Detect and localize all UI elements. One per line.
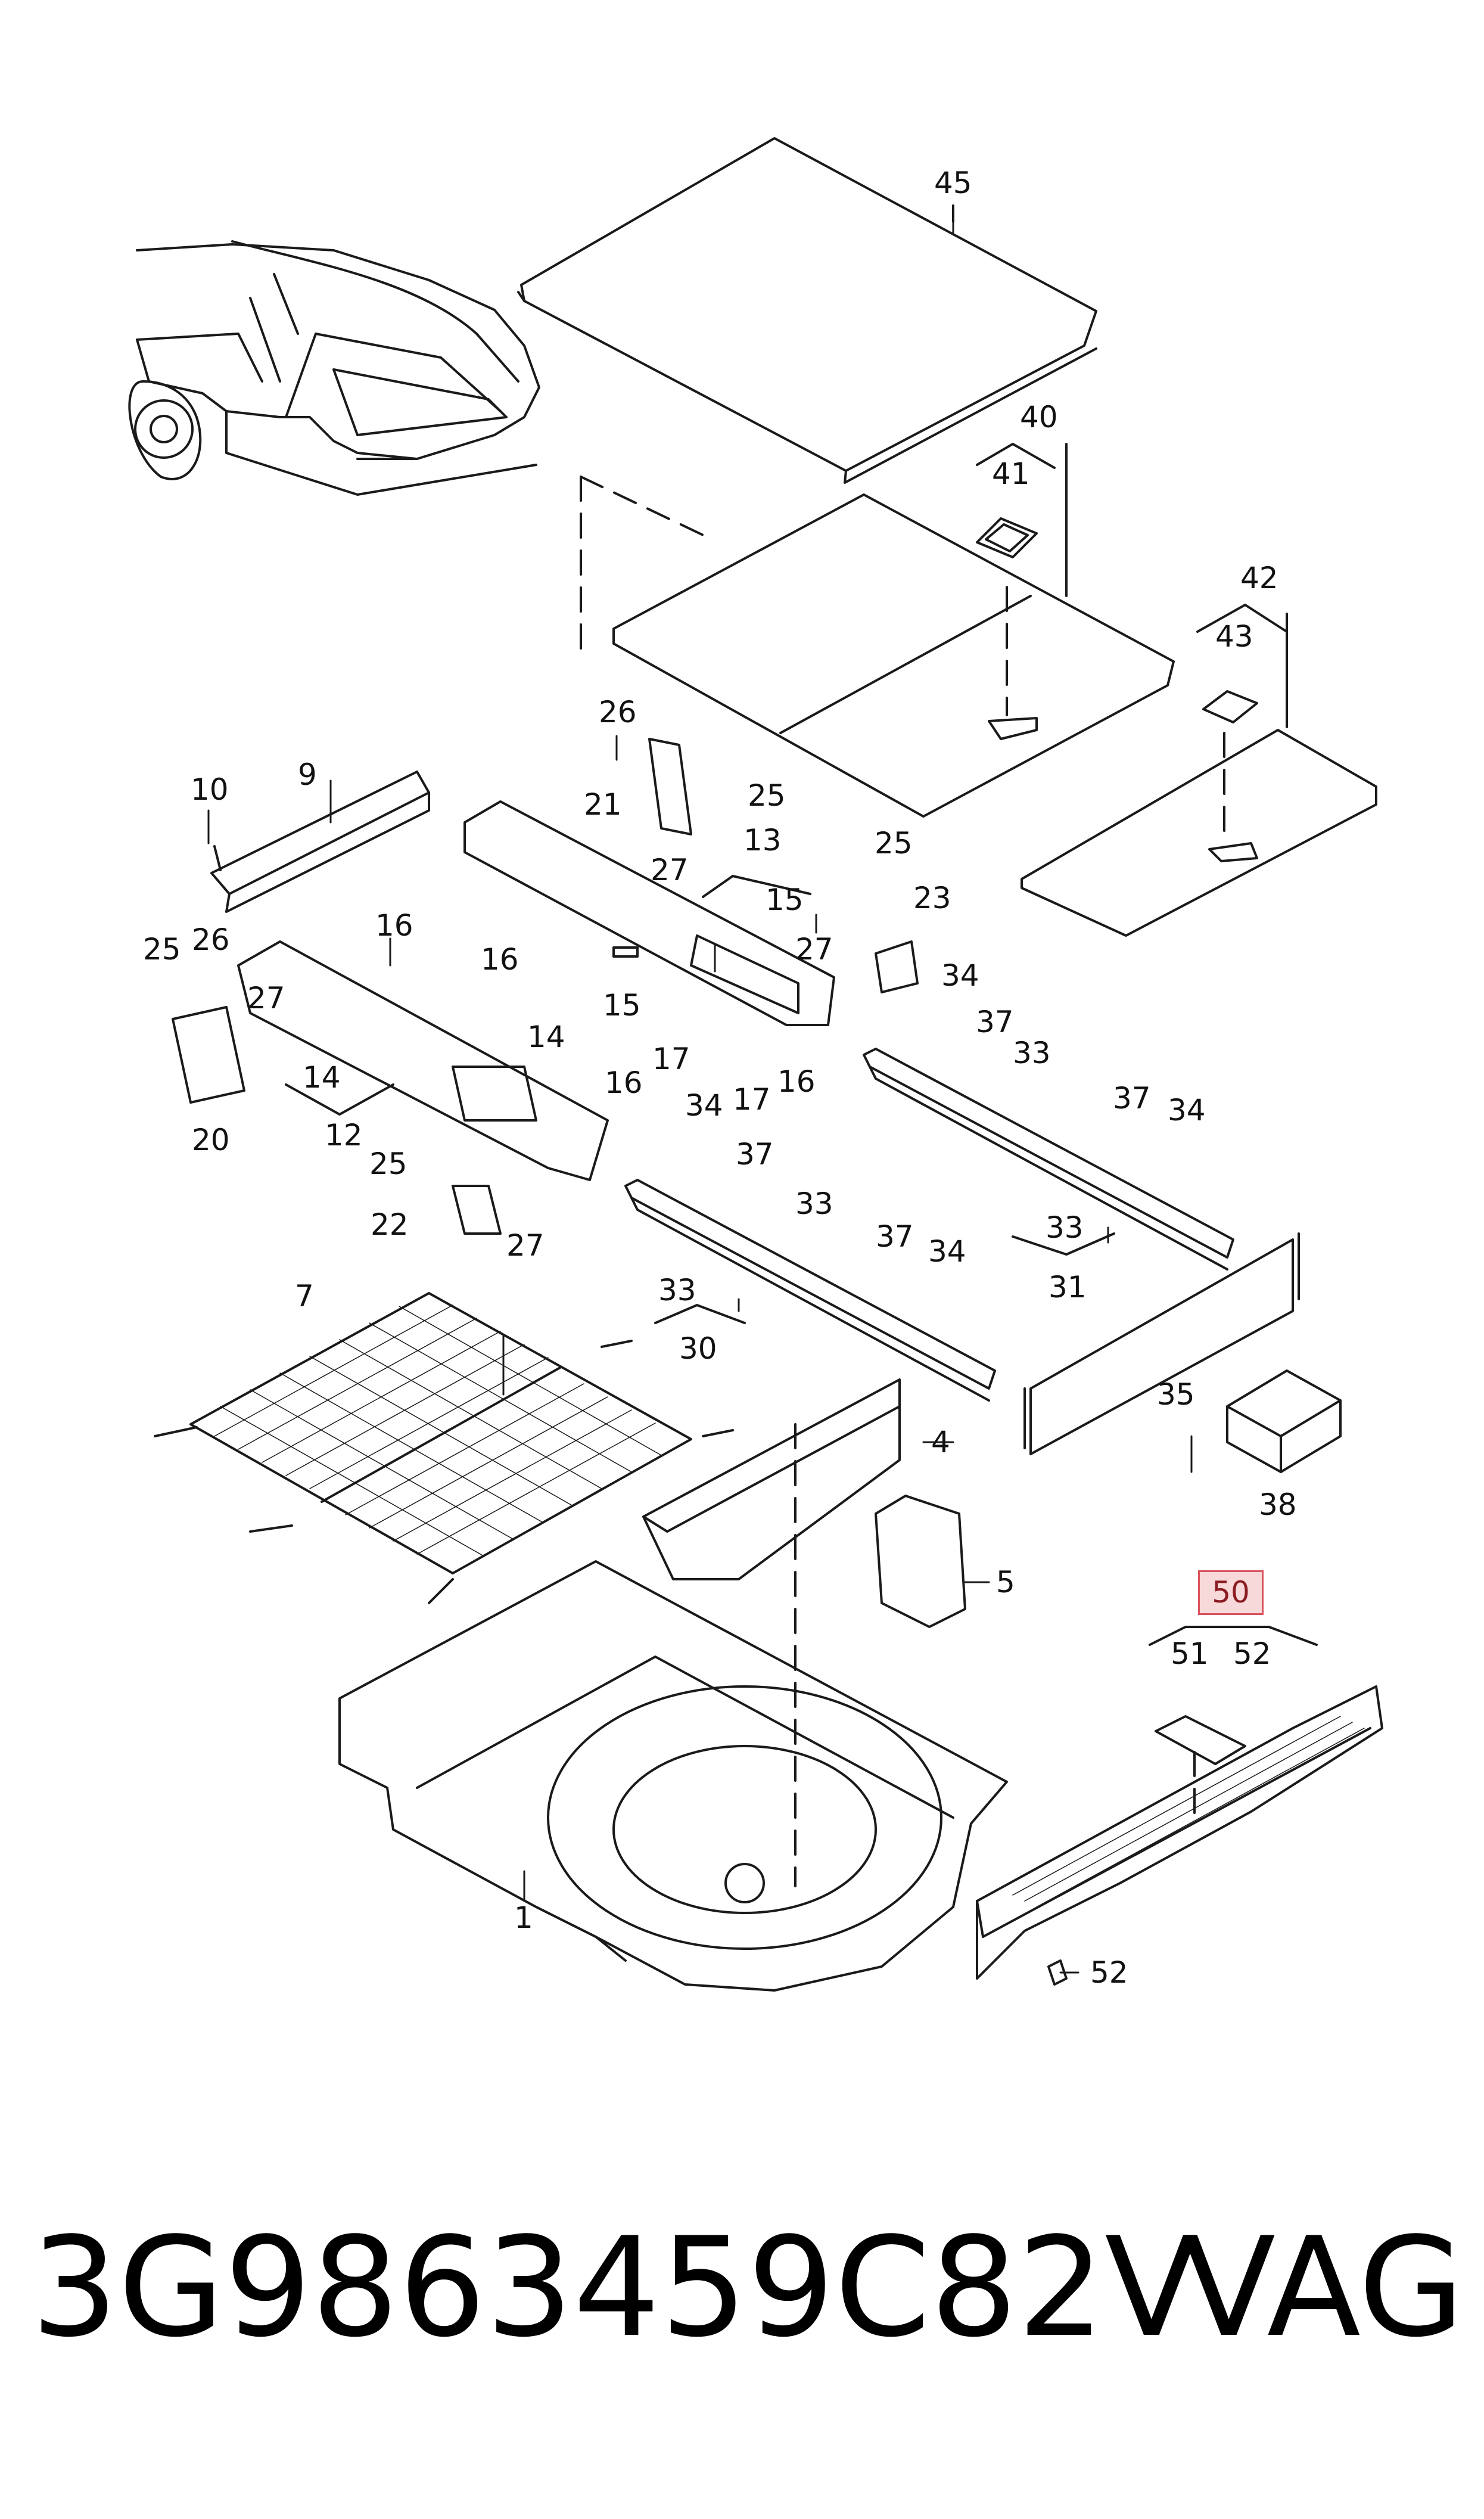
part-38-box [1226,1369,1342,1473]
callout-leaders [207,216,1193,1974]
callout-25c: 25 [143,932,181,967]
callout-37: 37 [976,1005,1014,1039]
callout-16c: 16 [605,1066,643,1100]
callout-4: 4 [931,1425,950,1459]
callout-37b: 37 [1113,1081,1151,1116]
callout-17: 17 [652,1042,690,1076]
part-7-cargo-net [154,1292,734,1604]
callout-16: 16 [481,942,519,977]
callout-34b: 34 [1168,1093,1206,1128]
part-23-bracket [875,940,919,993]
callout-7: 7 [295,1279,314,1313]
brand-label: VAG [1182,2209,1465,2368]
callout-13: 13 [743,823,782,858]
highlighted-part-50[interactable]: 50 [1198,1570,1264,1615]
callout-52b: 52 [1090,1955,1128,1990]
group-brackets [285,443,1318,1646]
callout-14: 14 [527,1020,565,1054]
callout-16d: 16 [777,1064,816,1099]
callout-45: 45 [934,166,972,200]
callout-31: 31 [1049,1270,1087,1304]
part-50-sill-panel [976,1685,1383,1986]
callout-21: 21 [584,787,622,822]
callout-12: 12 [325,1118,363,1153]
part-45-cover-sheet [517,137,1097,484]
callout-41: 41 [992,456,1030,491]
callout-35: 35 [1157,1377,1195,1412]
footer: 3G9863459C82V VAG [0,2220,1484,2375]
callout-33d: 33 [658,1273,696,1307]
callout-25d: 25 [369,1147,407,1181]
part-12-left-trim [172,940,609,1235]
callout-30: 30 [679,1331,717,1366]
callout-33c: 33 [1046,1210,1084,1245]
callout-52: 52 [1233,1636,1271,1671]
vehicle-rear-view [128,240,540,496]
callout-34: 34 [941,958,979,993]
part-number: 3G9863459C82V [31,2209,1199,2368]
callout-37c: 37 [736,1137,774,1172]
callout-27d: 27 [506,1228,545,1263]
callout-40: 40 [1020,400,1058,434]
callout-25: 25 [748,778,786,813]
parts-diagram: 45 40 41 42 43 26 21 25 13 15 25 23 27 9… [128,137,1383,1992]
callout-14b: 14 [303,1060,341,1095]
callout-20: 20 [192,1123,230,1157]
callout-5: 5 [996,1565,1015,1599]
callout-15: 15 [766,883,804,917]
part-5-insert [875,1495,966,1628]
callout-27c: 27 [247,981,285,1015]
callout-33: 33 [1013,1036,1051,1070]
part-9-rail [210,771,430,913]
leader-dashes [580,476,1225,1887]
part-42-side-panel [1021,690,1377,937]
callout-26b: 26 [192,923,230,957]
callout-15b: 15 [603,988,641,1023]
callout-34d: 34 [928,1234,966,1269]
callout-22: 22 [371,1207,409,1242]
part-35-roller-blind [1023,1232,1300,1455]
callout-43: 43 [1215,619,1253,654]
part-4-pocket [642,1378,901,1580]
callout-33b: 33 [795,1186,833,1221]
callout-10: 10 [191,772,229,807]
callout-51: 51 [1171,1636,1209,1671]
part-40-floor-panel [612,493,1175,818]
callout-42: 42 [1240,561,1278,595]
part-30-rail [624,1179,996,1402]
callout-25b: 25 [875,826,913,861]
callout-17b: 17 [733,1082,771,1117]
callout-34c: 34 [685,1088,723,1123]
part-1-floor-pan [338,1560,1008,1992]
exploded-view-drawing [128,137,1383,1992]
part-13-trim-panel [463,738,835,1026]
callout-23: 23 [913,881,951,915]
callout-9: 9 [298,757,317,792]
callout-1: 1 [514,1900,533,1935]
callout-27: 27 [651,853,689,887]
callout-37d: 37 [876,1219,914,1254]
callout-26: 26 [599,695,637,729]
callout-16b: 16 [375,908,413,943]
callout-38: 38 [1259,1487,1297,1522]
part-31-rail [863,1048,1234,1271]
callout-27b: 27 [795,932,833,967]
